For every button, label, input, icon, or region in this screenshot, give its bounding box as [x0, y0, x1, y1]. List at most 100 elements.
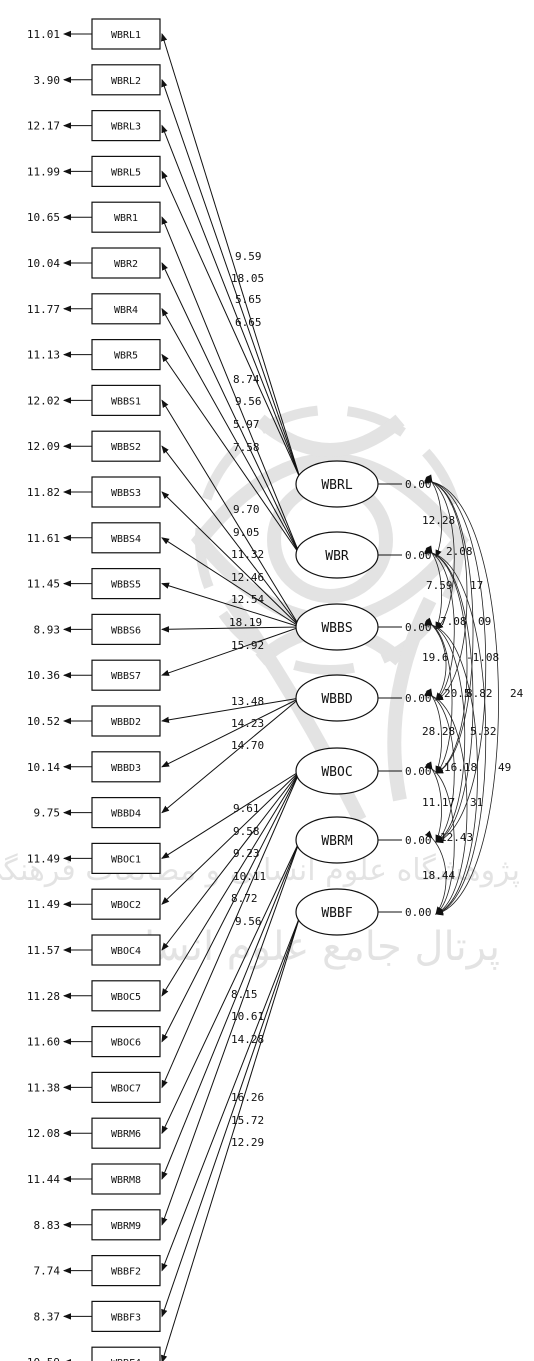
loading-path-wbrl2	[161, 78, 301, 479]
error-variance-label: 11.45	[27, 578, 60, 591]
indicator-label: WBRM9	[111, 1221, 141, 1232]
loading-value-label: 11.32	[231, 548, 264, 561]
loading-value-label: 13.48	[231, 695, 264, 708]
indicator-box-wbbf3: WBBF3	[91, 1300, 161, 1333]
latent-variance-label: 0.00	[405, 478, 432, 491]
latent-ellipse-wbbd: WBBD	[295, 674, 379, 722]
indicator-label: WBOC4	[111, 946, 141, 957]
indicator-box-wbbs1: WBBS1	[91, 384, 161, 416]
latent-ellipse-wbrm: WBRM	[295, 816, 379, 864]
covariance-value-label: 28.28	[422, 725, 455, 738]
loading-path-wbbf2	[161, 915, 301, 1272]
loading-value-label: 15.72	[231, 1114, 264, 1127]
latent-ellipse-wbbf: WBBF	[295, 888, 379, 936]
loading-path-wboc1	[161, 770, 301, 859]
loading-path-wbbd4	[161, 697, 301, 814]
indicator-box-wbr4: WBR4	[91, 293, 161, 325]
loading-value-label: 9.05	[233, 526, 260, 539]
latent-label: WBRL	[321, 478, 352, 493]
latent-label: WBRM	[321, 834, 352, 849]
latent-label: WBR	[325, 549, 349, 564]
loading-path-wbr2	[161, 262, 301, 556]
covariance-value-label: 12.43	[440, 831, 473, 844]
loading-value-label: 9.61	[233, 802, 260, 815]
loading-value-label: 9.58	[233, 825, 260, 838]
latent-variance-label: 0.00	[405, 834, 432, 847]
loading-path-wbbs7	[161, 626, 301, 676]
loading-value-label: 6.65	[235, 316, 262, 329]
error-variance-label: 11.49	[27, 898, 60, 911]
loading-value-label: 9.56	[235, 395, 262, 408]
loading-value-label: 5.65	[235, 293, 262, 306]
indicator-label: WBOC5	[111, 992, 141, 1003]
indicator-box-wbr5: WBR5	[91, 339, 161, 371]
loading-value-label: 8.15	[231, 988, 258, 1001]
covariance-arc	[424, 619, 466, 843]
indicator-label: WBRM8	[111, 1175, 141, 1186]
indicator-box-wbbs4: WBBS4	[91, 522, 161, 554]
error-variance-label: 10.14	[27, 761, 60, 774]
loading-path-wbbs3	[161, 491, 301, 628]
error-variance-label: 10.04	[27, 257, 60, 270]
covariance-value-label: 09	[478, 615, 491, 628]
error-variance-label: 10.36	[27, 669, 60, 682]
indicator-box-wbrm8: WBRM8	[91, 1163, 161, 1195]
latent-label: WBOC	[321, 765, 352, 780]
indicator-label: WBBS2	[111, 442, 141, 453]
indicator-box-wboc2: WBOC2	[91, 888, 161, 920]
error-variance-label: 7.74	[34, 1265, 61, 1278]
covariance-value-label: 2.08	[446, 545, 473, 558]
loading-value-label: 12.29	[231, 1136, 264, 1149]
indicator-box-wboc5: WBOC5	[91, 980, 161, 1012]
latent-variance-label: 0.00	[405, 621, 432, 634]
indicator-box-wbr1: WBR1	[91, 201, 161, 233]
indicator-label: WBBD3	[111, 763, 141, 774]
covariance-value-label: 31	[470, 796, 483, 809]
loading-value-label: 12.46	[231, 571, 264, 584]
error-variance-label: 10.59	[27, 1356, 60, 1361]
indicator-box-wbrl3: WBRL3	[91, 109, 161, 142]
covariance-arc	[424, 762, 455, 915]
covariance-value-label: 12.28	[422, 514, 455, 527]
loading-path-wbr5	[161, 353, 301, 556]
error-variance-label: 11.82	[27, 486, 60, 499]
loading-path-wbbf4	[161, 915, 301, 1361]
covariance-arc	[424, 619, 478, 915]
latent-label: WBBS	[321, 621, 352, 636]
indicator-box-wbbf2: WBBF2	[91, 1254, 161, 1287]
latent-ellipse-wbr: WBR	[295, 531, 379, 579]
loading-path-wboc5	[161, 770, 301, 997]
loading-value-label: 5.97	[233, 418, 260, 431]
loading-path-wbrm8	[161, 839, 301, 1180]
loading-path-wbbs6	[161, 626, 301, 633]
loading-path-wbbs1	[161, 399, 301, 628]
indicator-label: WBBS3	[111, 488, 141, 499]
indicator-label: WBBD4	[111, 809, 141, 820]
loading-path-wbrl3	[161, 124, 301, 479]
error-variance-label: 8.93	[34, 623, 61, 636]
loading-value-label: 15.92	[231, 639, 264, 652]
error-variance-label: 10.65	[27, 211, 60, 224]
indicator-box-wbr2: WBR2	[91, 247, 161, 279]
loading-path-wbrm6	[161, 839, 301, 1135]
error-variance-label: 11.61	[27, 532, 60, 545]
indicator-box-wbbf4: WBBF4	[91, 1346, 161, 1361]
loading-value-label: 9.23	[233, 847, 260, 860]
indicator-box-wbrl2: WBRL2	[91, 64, 161, 96]
covariance-value-label: 20.5	[444, 687, 471, 700]
indicator-box-wboc7: WBOC7	[91, 1071, 161, 1104]
covariance-value-label: 8.82	[466, 687, 493, 700]
loading-path-wboc4	[161, 770, 301, 951]
indicator-box-wbbs7: WBBS7	[91, 659, 161, 691]
indicator-label: WBR1	[114, 213, 138, 224]
indicator-label: WBOC6	[111, 1038, 141, 1049]
loading-path-wbbs4	[161, 537, 301, 628]
loading-value-label: 18.05	[231, 272, 264, 285]
indicator-label: WBBS1	[111, 396, 141, 407]
indicator-label: WBOC7	[111, 1083, 141, 1094]
loading-path-wbbs2	[161, 445, 301, 628]
loading-value-label: 18.19	[229, 616, 262, 629]
covariance-value-label: 5.32	[470, 725, 497, 738]
indicator-box-wbrm6: WBRM6	[91, 1117, 161, 1149]
loading-value-label: 7.58	[233, 441, 260, 454]
